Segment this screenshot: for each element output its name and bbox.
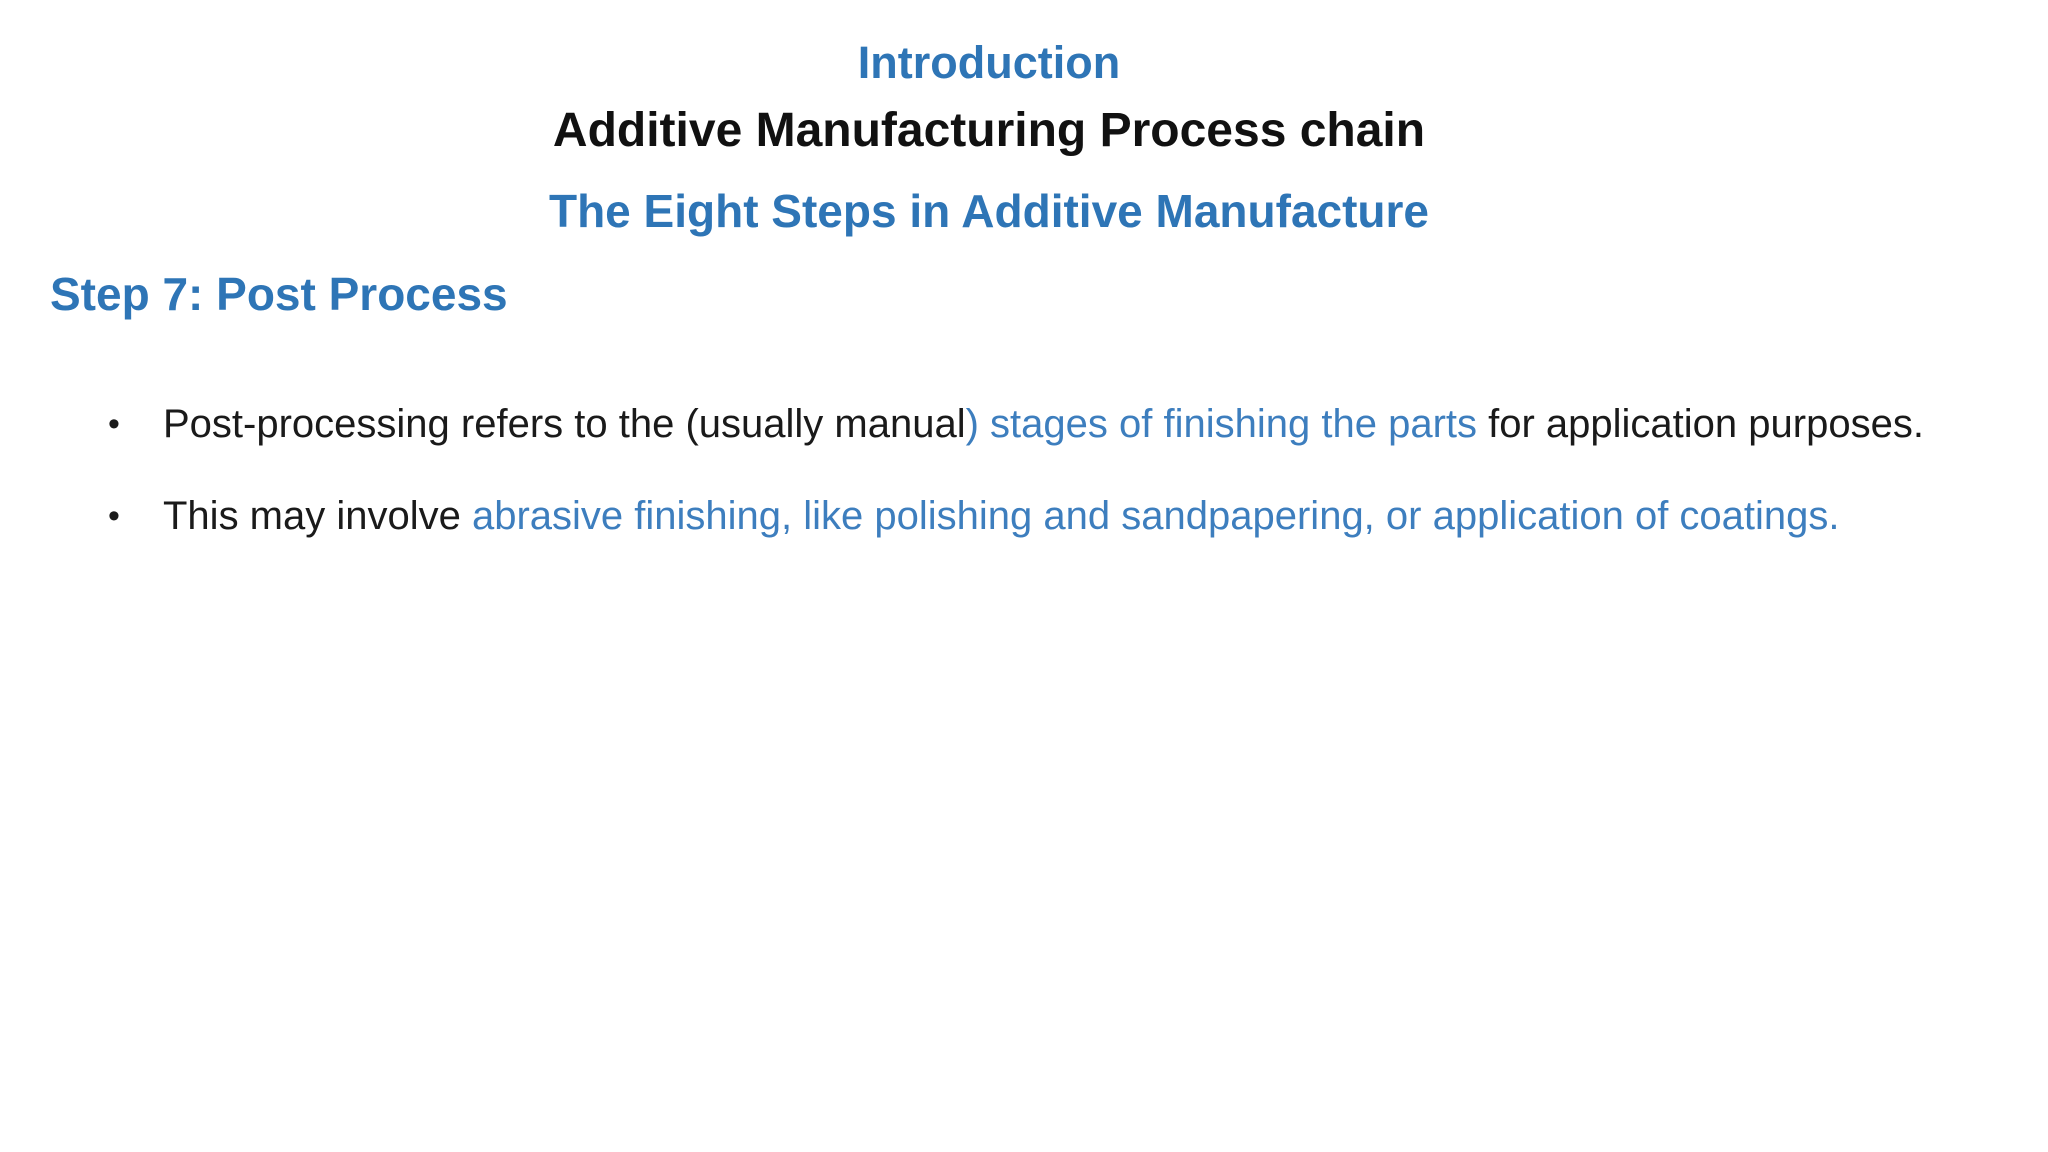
bullet-1-segment-3: for application purposes. (1477, 401, 1924, 446)
title-block: Introduction Additive Manufacturing Proc… (0, 0, 2048, 239)
slide-title: Introduction (857, 37, 1121, 88)
bullet-2-segment-2-highlight: abrasive finishing, like polishing and s… (471, 493, 1840, 538)
slide-subtitle-2: The Eight Steps in Additive Manufacture (548, 184, 1430, 237)
slide-subtitle: Additive Manufacturing Process chain (552, 104, 1426, 157)
bullet-1-segment-1: Post-processing refers to the (usually m… (163, 401, 966, 446)
bullet-list: • Post-processing refers to the (usually … (0, 378, 1990, 562)
bullet-marker: • (108, 496, 120, 535)
bullet-1-segment-2-highlight: ) stages of finishing the parts (965, 401, 1477, 446)
bullet-2-segment-1: This may involve (163, 493, 472, 538)
section-heading: Step 7: Post Process (50, 267, 508, 320)
bullet-item-2: • This may involve abrasive finishing, li… (0, 470, 1990, 562)
bullet-item-1: • Post-processing refers to the (usually … (0, 378, 1990, 470)
bullet-marker: • (108, 404, 120, 443)
